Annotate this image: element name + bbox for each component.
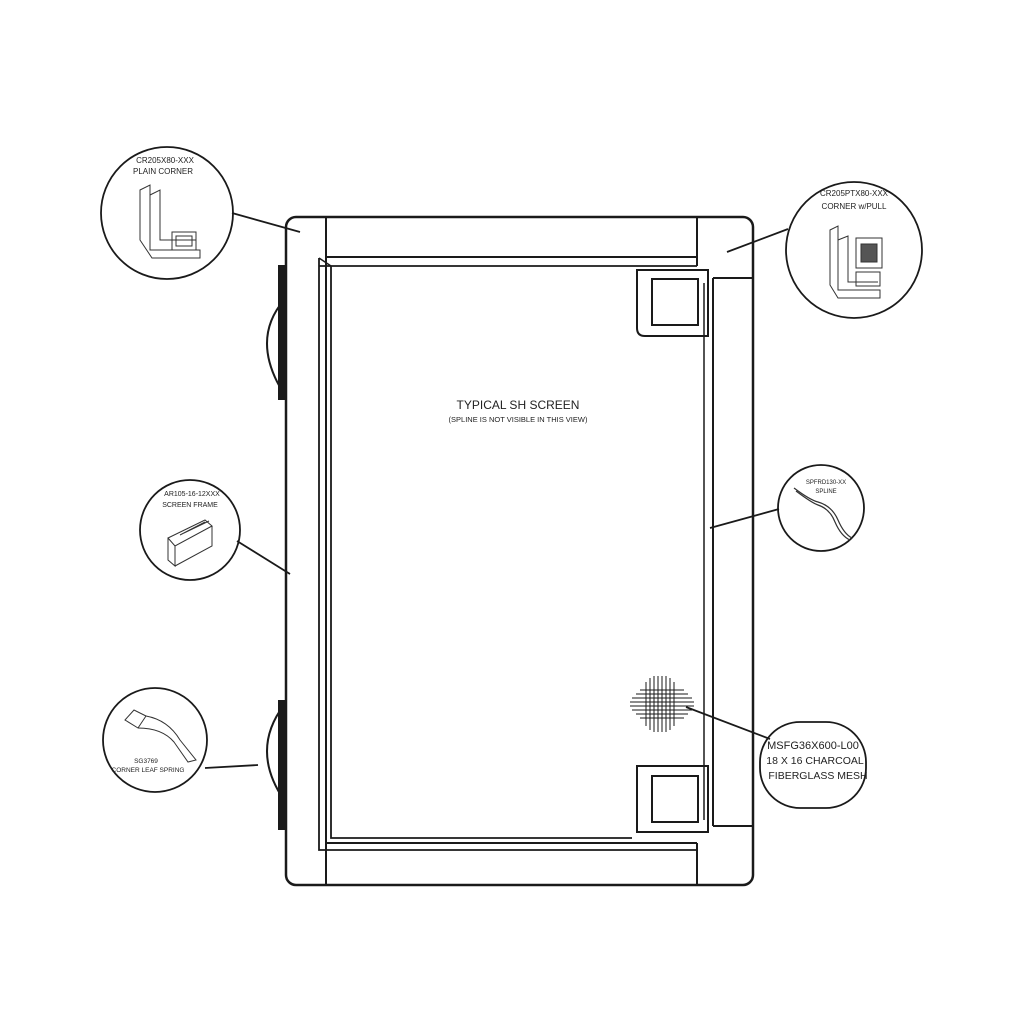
corner-pull-desc: CORNER w/PULL bbox=[822, 202, 887, 211]
callout-corner-pull: CR205PTX80-XXX CORNER w/PULL bbox=[726, 181, 923, 319]
plain-corner-desc: PLAIN CORNER bbox=[133, 167, 193, 176]
mesh-swatch bbox=[630, 676, 694, 732]
corner-pull-icon bbox=[829, 225, 883, 299]
mesh-part: MSFG36X600-L00 bbox=[767, 740, 859, 752]
pull-tab-top bbox=[636, 269, 709, 337]
plain-corner-icon bbox=[139, 184, 201, 259]
leaf-spring-bottom bbox=[266, 700, 285, 830]
callout-leaf-spring: SG3769 CORNER LEAF SPRING bbox=[102, 687, 259, 793]
mesh-panel-outline bbox=[318, 257, 705, 851]
spline-desc: SPLINE bbox=[815, 489, 836, 495]
corner-pull-part: CR205PTX80-XXX bbox=[820, 189, 889, 198]
screen-frame-icon bbox=[167, 519, 213, 568]
screen-frame-desc: SCREEN FRAME bbox=[162, 502, 218, 509]
spline-icon bbox=[793, 487, 853, 541]
mesh-desc-2: FIBERGLASS MESH bbox=[768, 770, 867, 782]
screen-frame bbox=[284, 215, 755, 887]
pull-tab-bottom bbox=[636, 765, 709, 833]
leaf-spring-part: SG3769 bbox=[134, 758, 158, 765]
callout-spline: SPFRD130-XX SPLINE bbox=[709, 464, 865, 552]
callout-screen-frame: AR105-16-12XXX SCREEN FRAME bbox=[139, 479, 291, 581]
callout-mesh: MSFG36X600-L00 18 X 16 CHARCOAL FIBERGLA… bbox=[685, 706, 868, 809]
center-title: TYPICAL SH SCREEN bbox=[457, 398, 580, 412]
mesh-desc-1: 18 X 16 CHARCOAL bbox=[766, 755, 864, 767]
center-subtitle: (SPLINE IS NOT VISIBLE IN THIS VIEW) bbox=[449, 415, 588, 424]
plain-corner-part: CR205X80-XXX bbox=[136, 156, 194, 165]
spline-part: SPFRD130-XX bbox=[806, 480, 846, 486]
callout-plain-corner: CR205X80-XXX PLAIN CORNER bbox=[100, 146, 301, 280]
screen-frame-part: AR105-16-12XXX bbox=[164, 491, 220, 498]
leaf-spring-icon bbox=[124, 709, 197, 763]
leaf-spring-desc: CORNER LEAF SPRING bbox=[112, 767, 185, 774]
leaf-spring-top bbox=[266, 265, 285, 400]
